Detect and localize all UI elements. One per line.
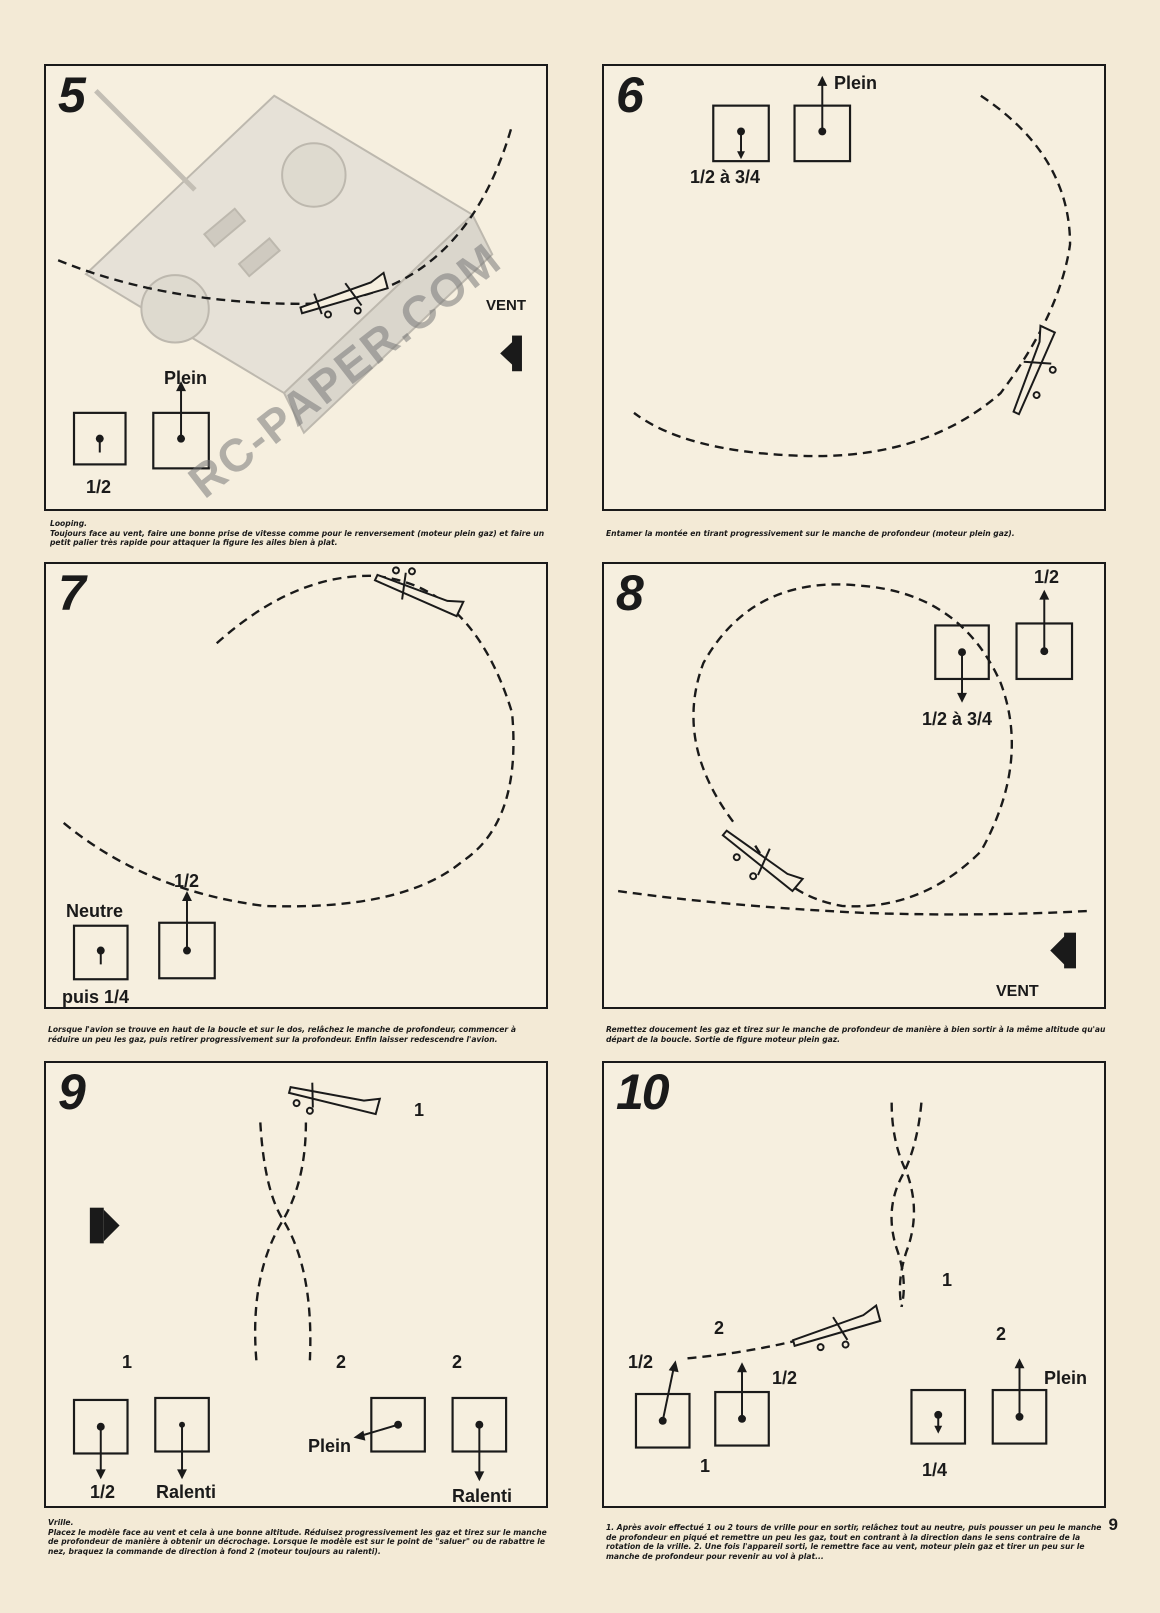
panel-number: 10 (616, 1064, 670, 1120)
caption-text: Toujours face au vent, faire une bonne p… (50, 528, 545, 548)
plein-label: Plein (308, 1436, 352, 1456)
caption-text: Placez le modèle face au vent et cela à … (48, 1527, 547, 1556)
panel-7: 7 Neutre puis 1/4 1/2 (44, 562, 548, 1009)
caption-title: Vrille. (48, 1518, 74, 1527)
plein-label: Plein (1044, 1368, 1088, 1388)
panel-number: 7 (58, 565, 86, 621)
caption-10: 1. Après avoir effectué 1 ou 2 tours de … (606, 1523, 1102, 1561)
transmitter-drawing (57, 89, 522, 470)
wind-arrow-icon (103, 1209, 120, 1242)
panel-number: 6 (616, 67, 644, 123)
panel-9: 9 1 1 2 2 1/2 Ralenti Plein Ralenti (44, 1061, 548, 1508)
left-half-label: 1/2 (90, 1482, 116, 1502)
panel-number: 8 (616, 565, 644, 621)
two-right-label: 2 (996, 1324, 1007, 1344)
caption-9: Vrille. Placez le modèle face au vent et… (48, 1518, 548, 1556)
caption-6: Entamer la montée en tirant progressivem… (606, 529, 1015, 538)
left-bottom-label: puis 1/4 (62, 987, 130, 1007)
plane-icon (791, 1303, 882, 1352)
quarter-label: 1/4 (922, 1460, 948, 1480)
plane-icon (1012, 324, 1057, 416)
wind-arrow-icon (1050, 934, 1067, 967)
wind-arrow-icon (500, 338, 517, 369)
wind-label: VENT (486, 297, 527, 314)
panel-10: 10 1 2 2 1/2 1/2 1 1/4 Plein (602, 1061, 1106, 1508)
right-top-label: 1/2 (174, 871, 200, 891)
throttle-top-label: Plein (164, 368, 208, 388)
plane-icon (373, 566, 465, 618)
plane-icon (287, 1082, 382, 1116)
caption-5: Looping. Toujours face au vent, faire un… (50, 519, 550, 548)
left-one-label: 1 (122, 1352, 133, 1372)
plane-icon (299, 271, 389, 319)
panel-6: 6 Plein 1/2 à 3/4 (602, 64, 1106, 511)
throttle-bottom-label: 1/2 (86, 477, 112, 497)
right-top-label: 1/2 (1034, 567, 1060, 587)
one-bottom-label: 1 (700, 1456, 711, 1476)
panel-number: 5 (58, 67, 86, 123)
right-two-label: 2 (452, 1352, 463, 1372)
wind-label: VENT (996, 983, 1039, 1000)
panel-8: 8 1/2 1/2 à 3/4 VENT (602, 562, 1106, 1009)
left-top-label: Neutre (66, 901, 124, 921)
caption-title: Looping. (50, 519, 88, 528)
page-number: 9 (1108, 1515, 1118, 1534)
half-left-label: 1/2 (628, 1352, 654, 1372)
plane-icon (721, 829, 805, 893)
panel-number: 9 (58, 1064, 86, 1120)
caption-8: Remettez doucement les gaz et tirez sur … (606, 1025, 1106, 1044)
spin-one-label: 1 (942, 1270, 953, 1290)
ralenti-left-label: Ralenti (156, 1482, 217, 1502)
panel-5: 5 VENT Plein 1/2 (44, 64, 548, 511)
top-one-label: 1 (414, 1100, 425, 1120)
top-label: Plein (834, 73, 878, 93)
left-bottom-label: 1/2 à 3/4 (922, 709, 993, 729)
middle-two-label: 2 (336, 1352, 347, 1372)
bottom-label: 1/2 à 3/4 (690, 167, 761, 187)
two-left-label: 2 (714, 1318, 725, 1338)
ralenti-right-label: Ralenti (452, 1486, 513, 1506)
caption-7: Lorsque l'avion se trouve en haut de la … (48, 1025, 516, 1044)
half-mid-label: 1/2 (772, 1368, 798, 1388)
